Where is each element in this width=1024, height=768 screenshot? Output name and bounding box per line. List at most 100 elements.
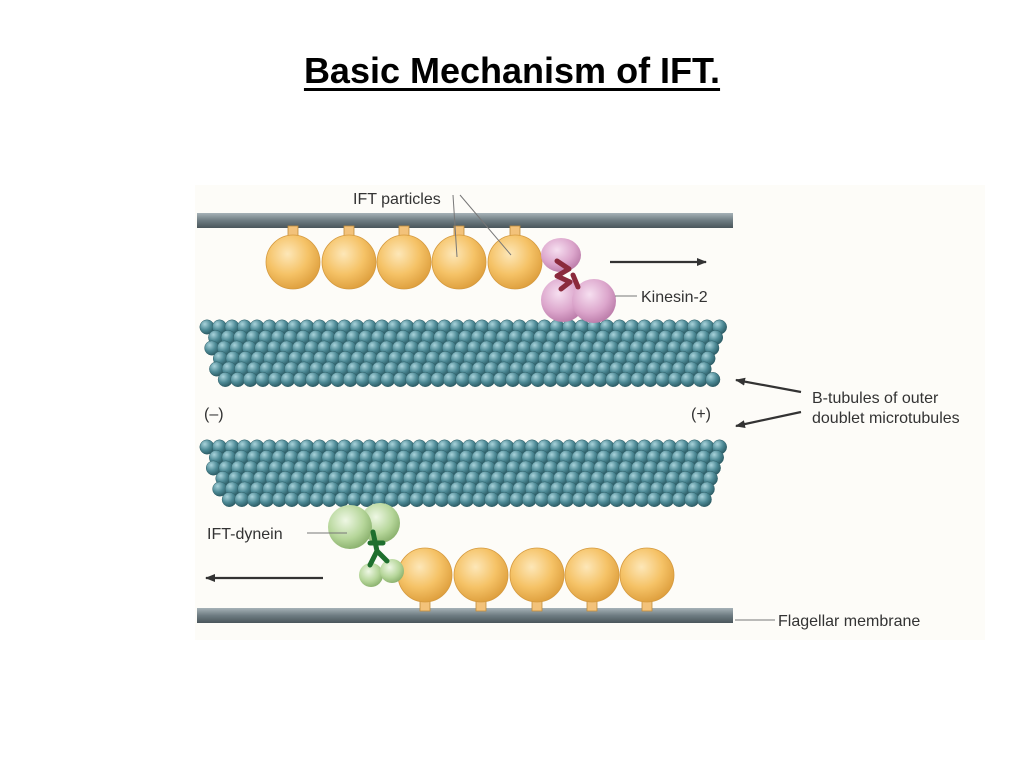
tubulin-subunit [334,492,350,507]
tubulin-subunit [630,372,646,387]
tubulin-subunit [605,372,621,387]
tubulin-subunit [355,372,371,387]
tubulin-subunit [284,492,300,507]
tubulin-subunit [617,372,633,387]
ift-particle [376,234,432,290]
tubulin-subunit [584,492,600,507]
tubulin-subunit [521,492,537,507]
kinesin-linker [554,258,581,292]
tubulin-subunit [305,372,321,387]
tubulin-subunit [280,372,296,387]
ift-dynein-label: IFT-dynein [207,526,283,543]
tubulin-subunit [396,492,412,507]
tubulin-subunit [342,372,358,387]
tubulin-subunit [492,372,508,387]
tubulin-subunit [442,372,458,387]
tubulin-subunit [517,372,533,387]
ift-particles-label: IFT particles [353,191,441,208]
tubulin-subunit [646,492,662,507]
tubulin-subunit [330,372,346,387]
tubulin-subunit [359,492,375,507]
b-tubule-pointer-arrow-1 [735,377,802,394]
tubulin-subunit [542,372,558,387]
tubulin-subunit [421,492,437,507]
ift-particle [453,547,509,603]
kinesin-2-label: Kinesin-2 [641,289,708,306]
ift-particle [487,234,543,290]
tubulin-subunit [255,372,271,387]
tubulin-subunit [642,372,658,387]
plus-end-label: (+) [691,406,711,423]
ift-diagram: IFT particles Kinesin-2 B-tubules of out… [195,185,985,640]
tubulin-subunit [609,492,625,507]
tubulin-subunit [471,492,487,507]
tubulin-subunit [696,492,712,507]
tubulin-subunit [659,492,675,507]
tubulin-subunit [571,492,587,507]
tubulin-subunit [621,492,637,507]
ift-particle [509,547,565,603]
b-tubules-label-line2: doublet microtubules [812,410,960,427]
tubulin-subunit [480,372,496,387]
tubulin-subunit [634,492,650,507]
ift-particle [397,547,453,603]
kinesin-2-motor [541,238,616,323]
tubulin-subunit [580,372,596,387]
tubulin-subunit [530,372,546,387]
tubulin-subunit [380,372,396,387]
tubulin-subunit [309,492,325,507]
b-tubule-top [199,319,727,387]
tubulin-subunit [555,372,571,387]
tubulin-subunit [467,372,483,387]
b-tubule-pointer-arrow-2 [735,410,802,429]
tubulin-subunit [592,372,608,387]
tubulin-subunit [567,372,583,387]
tubulin-subunit [534,492,550,507]
tubulin-subunit [684,492,700,507]
slide-title: Basic Mechanism of IFT. [303,50,721,91]
tubulin-subunit [430,372,446,387]
tubulin-subunit [271,492,287,507]
tubulin-subunit [505,372,521,387]
tubulin-subunit [671,492,687,507]
tubulin-subunit [392,372,408,387]
tubulin-subunit [321,492,337,507]
dynein-linker [367,529,390,568]
tubulin-subunit [292,372,308,387]
tubulin-subunit [434,492,450,507]
tubulin-subunit [221,492,237,507]
bottom-flagellar-membrane [197,608,733,623]
tubulin-subunit [705,372,721,387]
tubulin-subunit [230,372,246,387]
tubulin-subunit [259,492,275,507]
tubulin-subunit [246,492,262,507]
tubulin-subunit [680,372,696,387]
tubulin-subunit [596,492,612,507]
tubulin-subunit [692,372,708,387]
ift-particle [564,547,620,603]
tubulin-subunit [459,492,475,507]
tubulin-subunit [417,372,433,387]
tubulin-subunit [655,372,671,387]
tubulin-subunit [546,492,562,507]
tubulin-subunit [667,372,683,387]
tubulin-subunit [234,492,250,507]
tubulin-subunit [509,492,525,507]
tubulin-subunit [267,372,283,387]
tubulin-subunit [296,492,312,507]
ift-particle [431,234,487,290]
ift-particle [619,547,675,603]
ift-particle [321,234,377,290]
minus-end-label: (–) [204,406,224,423]
b-tubules-label-line1: B-tubules of outer [812,390,939,407]
tubulin-subunit [242,372,258,387]
tubulin-subunit [559,492,575,507]
ift-particle-train-anterograde [265,225,543,290]
tubulin-subunit [484,492,500,507]
tubulin-subunit [409,492,425,507]
tubulin-subunit [217,372,233,387]
flagellar-membrane-label: Flagellar membrane [778,613,920,630]
b-tubule-bottom [199,439,727,507]
top-flagellar-membrane [197,213,733,228]
ift-particle-train-retrograde [397,547,675,612]
